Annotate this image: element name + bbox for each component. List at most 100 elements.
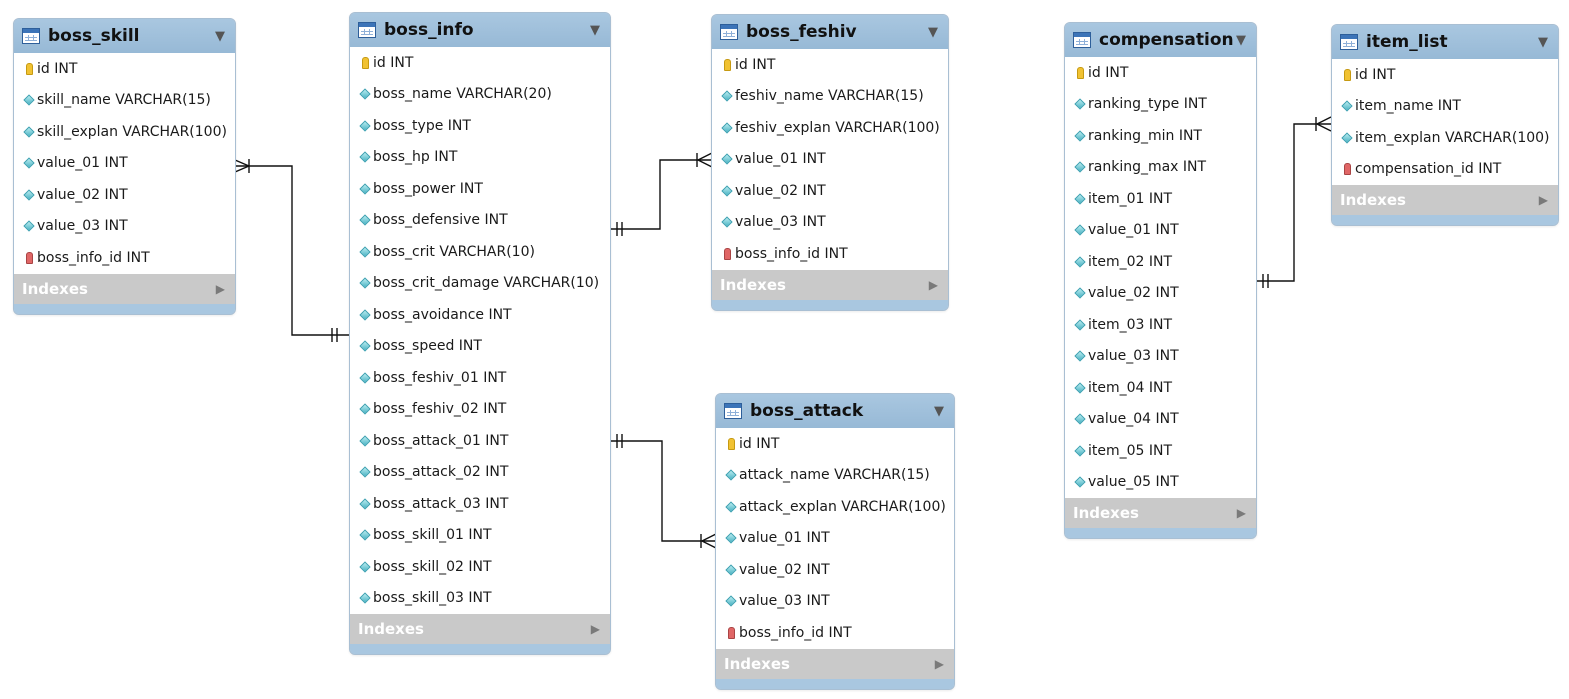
indexes-section[interactable]: Indexes ▶	[716, 648, 954, 679]
column-row[interactable]: value_03 INT	[14, 211, 235, 243]
column-row[interactable]: boss_skill_01 INT	[350, 520, 610, 552]
column-row[interactable]: item_02 INT	[1065, 246, 1256, 278]
column-row[interactable]: item_01 INT	[1065, 183, 1256, 215]
chevron-down-icon[interactable]: ▼	[590, 22, 600, 38]
expand-arrow-icon[interactable]: ▶	[1236, 506, 1246, 520]
column-row[interactable]: boss_hp INT	[350, 142, 610, 174]
column-row[interactable]: value_01 INT	[712, 144, 948, 176]
column-row[interactable]: boss_speed INT	[350, 331, 610, 363]
column-row[interactable]: boss_feshiv_01 INT	[350, 362, 610, 394]
expand-arrow-icon[interactable]: ▶	[928, 277, 938, 292]
table-header[interactable]: boss_skill ▼	[14, 19, 235, 53]
column-row[interactable]: ranking_min INT	[1065, 120, 1256, 152]
table-header[interactable]: boss_feshiv ▼	[712, 15, 948, 49]
column-row[interactable]: value_03 INT	[712, 207, 948, 239]
column-row[interactable]: value_02 INT	[14, 179, 235, 211]
column-row[interactable]: item_03 INT	[1065, 309, 1256, 341]
column-row[interactable]: value_05 INT	[1065, 467, 1256, 499]
column-row[interactable]: boss_name VARCHAR(20)	[350, 79, 610, 111]
column-icon	[1073, 193, 1087, 205]
indexes-section[interactable]: Indexes ▶	[1065, 498, 1256, 528]
column-row[interactable]: value_02 INT	[1065, 278, 1256, 310]
indexes-section[interactable]: Indexes ▶	[1332, 185, 1558, 215]
column-row[interactable]: boss_skill_02 INT	[350, 551, 610, 583]
column-row[interactable]: boss_feshiv_02 INT	[350, 394, 610, 426]
column-row[interactable]: id INT	[14, 53, 235, 85]
table-header[interactable]: boss_info ▼	[350, 13, 610, 47]
column-row[interactable]: boss_attack_01 INT	[350, 425, 610, 457]
column-row[interactable]: boss_skill_03 INT	[350, 583, 610, 615]
column-row[interactable]: item_05 INT	[1065, 435, 1256, 467]
column-row[interactable]: value_03 INT	[1065, 341, 1256, 373]
column-row[interactable]: item_name INT	[1332, 91, 1558, 123]
chevron-down-icon[interactable]: ▼	[934, 403, 944, 419]
column-row[interactable]: value_01 INT	[1065, 215, 1256, 247]
column-row[interactable]: id INT	[716, 428, 954, 460]
column-row[interactable]: id INT	[712, 49, 948, 81]
column-text: boss_attack_01 INT	[373, 432, 509, 449]
indexes-section[interactable]: Indexes ▶	[14, 273, 235, 304]
column-diamond-icon	[23, 126, 35, 138]
column-row[interactable]: value_01 INT	[716, 523, 954, 555]
column-row[interactable]: item_04 INT	[1065, 372, 1256, 404]
column-diamond-icon	[359, 435, 371, 447]
column-row[interactable]: id INT	[1065, 57, 1256, 89]
column-row[interactable]: boss_crit_damage VARCHAR(10)	[350, 268, 610, 300]
column-diamond-icon	[359, 403, 371, 415]
table-header[interactable]: boss_attack ▼	[716, 394, 954, 428]
expand-arrow-icon[interactable]: ▶	[590, 622, 600, 636]
column-diamond-icon	[1074, 445, 1086, 457]
column-diamond-icon	[23, 220, 35, 232]
column-row[interactable]: boss_attack_02 INT	[350, 457, 610, 489]
column-row[interactable]: boss_defensive INT	[350, 205, 610, 237]
chevron-down-icon[interactable]: ▼	[1236, 32, 1246, 48]
column-icon	[358, 183, 372, 195]
expand-arrow-icon[interactable]: ▶	[215, 281, 225, 296]
chevron-down-icon[interactable]: ▼	[215, 28, 225, 44]
column-diamond-icon	[1074, 224, 1086, 236]
column-row[interactable]: attack_name VARCHAR(15)	[716, 460, 954, 492]
indexes-section[interactable]: Indexes ▶	[712, 269, 948, 300]
column-row[interactable]: value_01 INT	[14, 148, 235, 180]
column-row[interactable]: boss_info_id INT	[712, 238, 948, 270]
column-row[interactable]: value_02 INT	[712, 175, 948, 207]
column-row[interactable]: boss_crit VARCHAR(10)	[350, 236, 610, 268]
column-row[interactable]: feshiv_name VARCHAR(15)	[712, 81, 948, 113]
column-text: value_02 INT	[735, 182, 826, 199]
column-row[interactable]: value_04 INT	[1065, 404, 1256, 436]
column-row[interactable]: id INT	[350, 47, 610, 79]
column-row[interactable]: ranking_max INT	[1065, 152, 1256, 184]
column-row[interactable]: skill_name VARCHAR(15)	[14, 85, 235, 117]
expand-arrow-icon[interactable]: ▶	[1538, 193, 1548, 207]
expand-arrow-icon[interactable]: ▶	[934, 656, 944, 671]
column-row[interactable]: boss_avoidance INT	[350, 299, 610, 331]
column-row[interactable]: boss_power INT	[350, 173, 610, 205]
table-header[interactable]: item_list ▼	[1332, 25, 1558, 59]
column-row[interactable]: boss_info_id INT	[716, 617, 954, 649]
table-header[interactable]: compensation ▼	[1065, 23, 1256, 57]
column-row[interactable]: feshiv_explan VARCHAR(100)	[712, 112, 948, 144]
column-row[interactable]: id INT	[1332, 59, 1558, 91]
column-row[interactable]: compensation_id INT	[1332, 154, 1558, 186]
chevron-down-icon[interactable]: ▼	[928, 24, 938, 40]
column-row[interactable]: boss_info_id INT	[14, 242, 235, 274]
column-row[interactable]: value_03 INT	[716, 586, 954, 618]
column-row[interactable]: item_explan VARCHAR(100)	[1332, 122, 1558, 154]
column-row[interactable]: skill_explan VARCHAR(100)	[14, 116, 235, 148]
column-row[interactable]: value_02 INT	[716, 554, 954, 586]
indexes-section[interactable]: Indexes ▶	[350, 614, 610, 644]
column-icon	[22, 126, 36, 138]
column-row[interactable]: boss_attack_03 INT	[350, 488, 610, 520]
column-text: value_03 INT	[735, 214, 826, 231]
column-row[interactable]: boss_type INT	[350, 110, 610, 142]
column-row[interactable]: attack_explan VARCHAR(100)	[716, 491, 954, 523]
chevron-down-icon[interactable]: ▼	[1538, 34, 1548, 50]
column-row[interactable]: ranking_type INT	[1065, 89, 1256, 121]
